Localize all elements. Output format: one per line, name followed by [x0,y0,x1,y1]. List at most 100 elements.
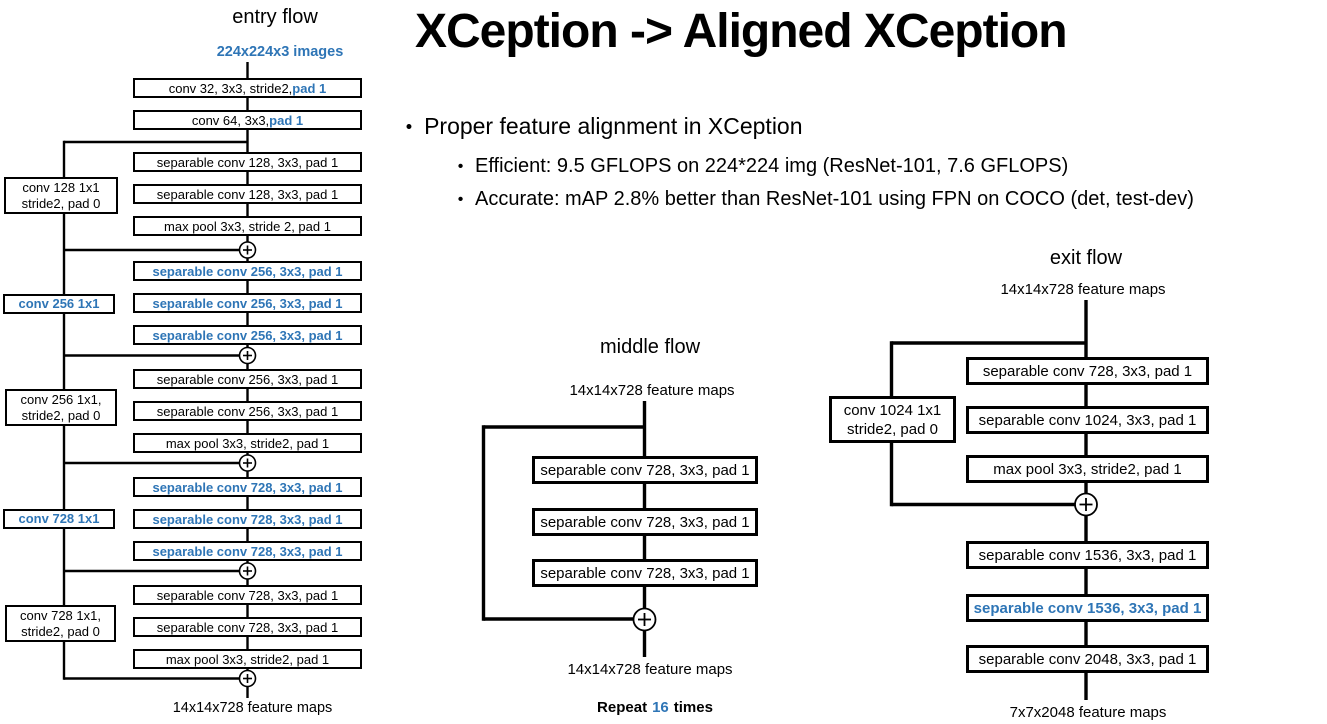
layer-box: separable conv 256, 3x3, pad 1 [133,293,362,313]
layer-text: separable conv 128, 3x3, pad 1 [156,154,339,170]
add-icon [238,669,257,688]
side-conv-line1: conv 128 1x1 [22,179,100,195]
add-icon [238,346,257,365]
entry-flow-title: entry flow [232,6,318,28]
side-conv-line2: stride2, pad 0 [21,407,101,423]
layer-box: separable conv 728, 3x3, pad 1 [532,508,758,536]
layer-box: separable conv 1536, 3x3, pad 1 [966,541,1209,569]
layer-box: max pool 3x3, stride2, pad 1 [966,455,1209,483]
bullet-marker: • [457,157,464,175]
side-conv-line1: conv 1024 1x1 [843,401,942,419]
layer-text-blue: separable conv 728, 3x3, pad 1 [152,543,343,559]
layer-text: separable conv 128, 3x3, pad 1 [156,186,339,202]
layer-text-blue: separable conv 256, 3x3, pad 1 [152,263,343,279]
layer-box: max pool 3x3, stride2, pad 1 [133,433,362,453]
layer-text: separable conv 728, 3x3, pad 1 [156,587,339,603]
page-title: XCeption -> Aligned XCeption [415,5,1068,58]
exit-output-label: 7x7x2048 feature maps [1009,704,1167,721]
bullet-marker: • [405,115,413,137]
layer-text-blue: separable conv 256, 3x3, pad 1 [152,327,343,343]
add-icon [238,241,257,259]
layer-text: separable conv 256, 3x3, pad 1 [156,403,339,419]
layer-text: separable conv 728, 3x3, pad 1 [540,564,750,582]
layer-box: separable conv 256, 3x3, pad 1 [133,369,362,389]
add-icon [238,562,257,580]
entry-input-label: 224x224x3 images [216,44,344,60]
layer-box: conv 64, 3x3, pad 1 [133,110,362,130]
side-conv-line2: stride2, pad 0 [847,420,938,438]
layer-text-blue: pad 1 [292,80,327,96]
layer-box: separable conv 128, 3x3, pad 1 [133,184,362,204]
side-conv-line1: conv 728 1x1 [18,511,100,526]
layer-box: separable conv 728, 3x3, pad 1 [133,541,362,561]
bullet-item: • Efficient: 9.5 GFLOPS on 224*224 img (… [457,155,1069,178]
add-icon [1074,492,1098,517]
exit-flow-title: exit flow [1049,247,1123,269]
bullet-item: • Proper feature alignment in XCeption [405,113,803,140]
layer-text: separable conv 1024, 3x3, pad 1 [978,411,1197,429]
layer-box: separable conv 728, 3x3, pad 1 [133,585,362,605]
add-nodes [238,241,1098,688]
side-conv-box: conv 256 1x1, stride2, pad 0 [5,389,117,426]
layer-box: separable conv 128, 3x3, pad 1 [133,152,362,172]
bullet-text: Proper feature alignment in XCeption [424,113,803,139]
middle-output-label: 14x14x728 feature maps [567,661,733,678]
exit-input-label: 14x14x728 feature maps [1000,281,1166,298]
layer-text: separable conv 2048, 3x3, pad 1 [978,650,1197,668]
layer-text-blue: separable conv 1536, 3x3, pad 1 [973,599,1202,617]
layer-box: separable conv 728, 3x3, pad 1 [133,617,362,637]
layer-box: conv 32, 3x3, stride2, pad 1 [133,78,362,98]
layer-text: conv 64, 3x3, [191,112,270,128]
layer-text: separable conv 728, 3x3, pad 1 [540,461,750,479]
layer-text: max pool 3x3, stride 2, pad 1 [164,218,331,234]
side-conv-box: conv 128 1x1 stride2, pad 0 [4,177,118,214]
middle-flow-title: middle flow [599,336,701,358]
side-conv-line1: conv 256 1x1, [20,391,102,407]
repeat-count: 16 [652,699,669,716]
layer-text-blue: separable conv 256, 3x3, pad 1 [152,295,343,311]
add-icon [632,607,657,632]
layer-text: separable conv 728, 3x3, pad 1 [156,619,339,635]
side-conv-box: conv 1024 1x1 stride2, pad 0 [829,396,956,443]
layer-box: separable conv 256, 3x3, pad 1 [133,401,362,421]
layer-box: separable conv 728, 3x3, pad 1 [532,456,758,484]
layer-text: separable conv 1536, 3x3, pad 1 [978,546,1197,564]
repeat-post: times [673,699,713,716]
layer-box: separable conv 1024, 3x3, pad 1 [966,406,1209,434]
side-conv-line1: conv 256 1x1 [18,296,100,311]
layer-text-blue: separable conv 728, 3x3, pad 1 [152,511,343,527]
layer-text-blue: pad 1 [269,112,304,128]
bullet-item: • Accurate: mAP 2.8% better than ResNet-… [457,188,1194,211]
side-conv-line2: stride2, pad 0 [21,195,101,211]
add-icon [238,454,257,472]
layer-text: max pool 3x3, stride2, pad 1 [993,460,1182,478]
layer-box: max pool 3x3, stride2, pad 1 [133,649,362,669]
side-conv-box: conv 256 1x1 [3,294,115,314]
side-conv-line1: conv 728 1x1, [20,607,101,623]
middle-input-label: 14x14x728 feature maps [569,382,735,399]
bullet-marker: • [457,190,464,208]
side-conv-box: conv 728 1x1, stride2, pad 0 [5,605,116,642]
bullet-text: Accurate: mAP 2.8% better than ResNet-10… [475,188,1194,210]
layer-text: separable conv 728, 3x3, pad 1 [540,513,750,531]
bullet-text: Efficient: 9.5 GFLOPS on 224*224 img (Re… [475,155,1069,177]
layer-box: separable conv 1536, 3x3, pad 1 [966,594,1209,622]
layer-box: separable conv 728, 3x3, pad 1 [133,509,362,529]
layer-box: separable conv 728, 3x3, pad 1 [966,357,1209,385]
side-conv-line2: stride2, pad 0 [21,623,100,639]
layer-box: separable conv 728, 3x3, pad 1 [133,477,362,497]
entry-output-label: 14x14x728 feature maps [172,700,333,716]
layer-box: separable conv 728, 3x3, pad 1 [532,559,758,587]
repeat-pre: Repeat [597,699,648,716]
layer-box: separable conv 256, 3x3, pad 1 [133,325,362,345]
layer-box: separable conv 256, 3x3, pad 1 [133,261,362,281]
layer-text: separable conv 256, 3x3, pad 1 [156,371,339,387]
layer-text: conv 32, 3x3, stride2, [168,80,293,96]
side-conv-box: conv 728 1x1 [3,509,115,529]
layer-text-blue: separable conv 728, 3x3, pad 1 [152,479,343,495]
layer-text: separable conv 728, 3x3, pad 1 [982,362,1193,380]
layer-box: separable conv 2048, 3x3, pad 1 [966,645,1209,673]
layer-text: max pool 3x3, stride2, pad 1 [165,435,330,451]
